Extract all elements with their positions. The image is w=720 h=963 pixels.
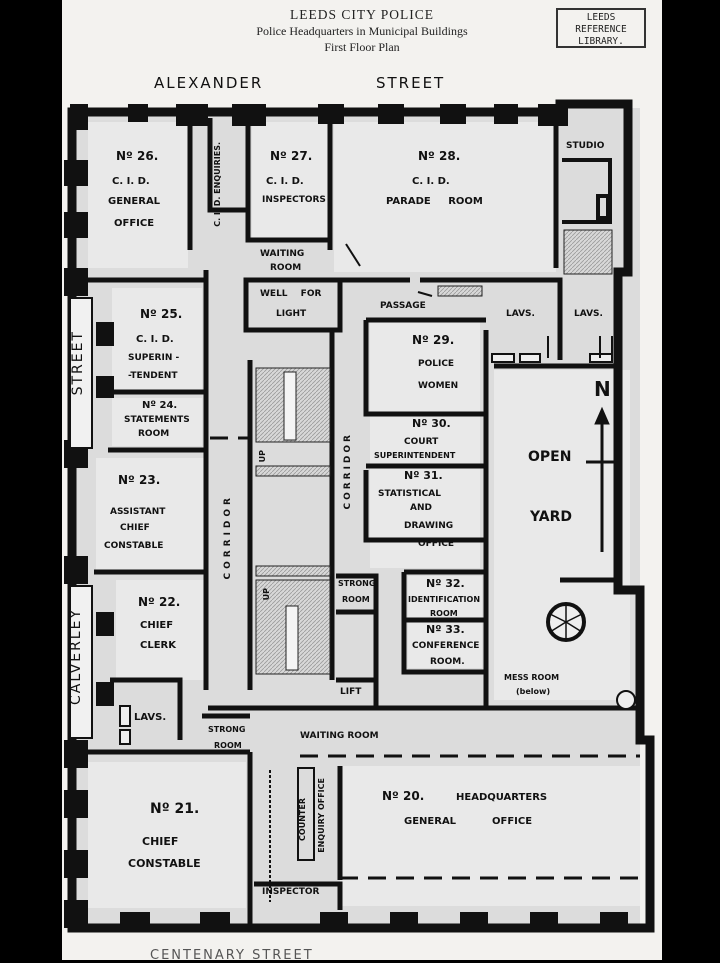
lavs-label: LAVS. (506, 309, 535, 319)
north-label: N (594, 377, 611, 401)
stamp-line: REFERENCE (575, 24, 627, 35)
room-23-name: CHIEF (120, 523, 150, 533)
room-29-name: WOMEN (418, 381, 459, 391)
room-20-name: OFFICE (492, 816, 533, 827)
room-29-number: Nº 29. (412, 333, 455, 347)
mess-room-label: (below) (516, 687, 551, 696)
room-21-number: Nº 21. (150, 801, 200, 817)
room-22-number: Nº 22. (138, 595, 181, 609)
room-32-name: ROOM (430, 609, 458, 618)
room-24-number: Nº 24. (142, 400, 178, 411)
street-bottom: CENTENARY STREET (150, 948, 314, 963)
room-22-name: CLERK (140, 640, 176, 651)
strong-room-lower-label: STRONG (208, 725, 246, 734)
room-28-number: Nº 28. (418, 149, 461, 163)
waiting-room-bottom-label: WAITING ROOM (300, 731, 379, 741)
room-23-number: Nº 23. (118, 473, 161, 487)
well-for-light-label: LIGHT (276, 309, 307, 319)
strong-room-lower-label: ROOM (214, 741, 242, 750)
lift-label: LIFT (340, 687, 362, 697)
room-29-name: POLICE (418, 359, 455, 369)
mess-room-label: MESS ROOM (504, 673, 560, 682)
up-label: UP (258, 450, 267, 463)
room-31-name: DRAWING (404, 521, 454, 531)
corridor-left-label: CORRIDOR (223, 494, 233, 580)
room-30-number: Nº 30. (412, 417, 451, 430)
room-32-number: Nº 32. (426, 577, 465, 590)
lavs-lower-label: LAVS. (134, 712, 167, 723)
room-31-name: AND (410, 503, 432, 513)
room-25-name: SUPERIN - (128, 353, 180, 363)
room-31-name: STATISTICAL (378, 489, 441, 499)
room-26-name: C. I. D. (112, 176, 150, 187)
room-24-name: ROOM (138, 429, 170, 439)
room-32-name: IDENTIFICATION (408, 595, 481, 604)
room-25-name: -TENDENT (128, 371, 178, 381)
strong-room-label: STRONG (338, 579, 376, 588)
street-calverley: CALVERLEY (68, 608, 84, 705)
street-top: STREET (376, 74, 446, 92)
room-27-name: INSPECTORS (262, 195, 326, 205)
room-26-name: GENERAL (108, 196, 161, 207)
room-27-name: C. I. D. (266, 176, 304, 187)
title-sub: Police Headquarters in Municipal Buildin… (256, 24, 468, 38)
room-25-number: Nº 25. (140, 307, 183, 321)
room-33-number: Nº 33. (426, 623, 465, 636)
well-for-light-label: WELL FOR (260, 289, 322, 299)
room-21-name: CONSTABLE (128, 857, 201, 870)
studio-label: STUDIO (566, 141, 605, 151)
small-spiral-icon (616, 690, 636, 710)
street-left: STREET (70, 330, 86, 396)
waiting-room-top-label: ROOM (270, 263, 302, 273)
north-arrow-icon (586, 406, 618, 552)
enquiry-office-label: ENQUIRY OFFICE (317, 778, 326, 853)
spiral-stair-icon (546, 602, 586, 642)
room-28-name: C. I. D. (412, 176, 450, 187)
room-23-name: ASSISTANT (110, 507, 166, 517)
room-28-name: PARADE ROOM (386, 196, 483, 207)
stamp-line: LEEDS (586, 12, 616, 23)
room-20-name: GENERAL (404, 816, 457, 827)
corridor-mid-label: CORRIDOR (343, 432, 353, 510)
room-30-name: SUPERINTENDENT (374, 451, 456, 460)
room-26-name: OFFICE (114, 218, 155, 229)
room-21-name: CHIEF (142, 835, 179, 848)
room-20-name: HEADQUARTERS (456, 792, 548, 803)
counter-label: COUNTER (298, 798, 307, 841)
stamp-line: LIBRARY. (578, 36, 624, 47)
title-floor: First Floor Plan (324, 40, 400, 54)
lavs-label: LAVS. (574, 309, 603, 319)
room-31-number: Nº 31. (404, 469, 443, 482)
room-26-number: Nº 26. (116, 149, 159, 163)
room-23-name: CONSTABLE (104, 541, 164, 551)
strong-room-label: ROOM (342, 595, 370, 604)
title-block: LEEDS CITY POLICE Police Headquarters in… (62, 6, 662, 55)
room-25-name: C. I. D. (136, 334, 174, 345)
room-33-name: ROOM. (430, 657, 465, 667)
cid-enquiries-label: C. I. D. ENQUIRIES. (213, 142, 222, 227)
room-27-number: Nº 27. (270, 149, 313, 163)
room-33-name: CONFERENCE (412, 641, 480, 651)
room-20-number: Nº 20. (382, 789, 425, 803)
inspector-label: INSPECTOR (262, 887, 320, 897)
library-stamp: LEEDS REFERENCE LIBRARY. (556, 8, 646, 48)
room-24-name: STATEMENTS (124, 415, 190, 425)
room-30-name: COURT (404, 437, 439, 447)
room-22-name: CHIEF (140, 620, 174, 631)
up-label: UP (262, 588, 271, 601)
open-yard-label: OPEN (528, 449, 572, 465)
title-main: LEEDS CITY POLICE (290, 7, 434, 22)
waiting-room-top-label: WAITING (260, 249, 305, 259)
passage-label: PASSAGE (380, 301, 426, 311)
street-alexander: ALEXANDER (154, 74, 264, 92)
room-31-name: OFFICE (418, 539, 455, 549)
open-yard-label: YARD (530, 509, 573, 525)
